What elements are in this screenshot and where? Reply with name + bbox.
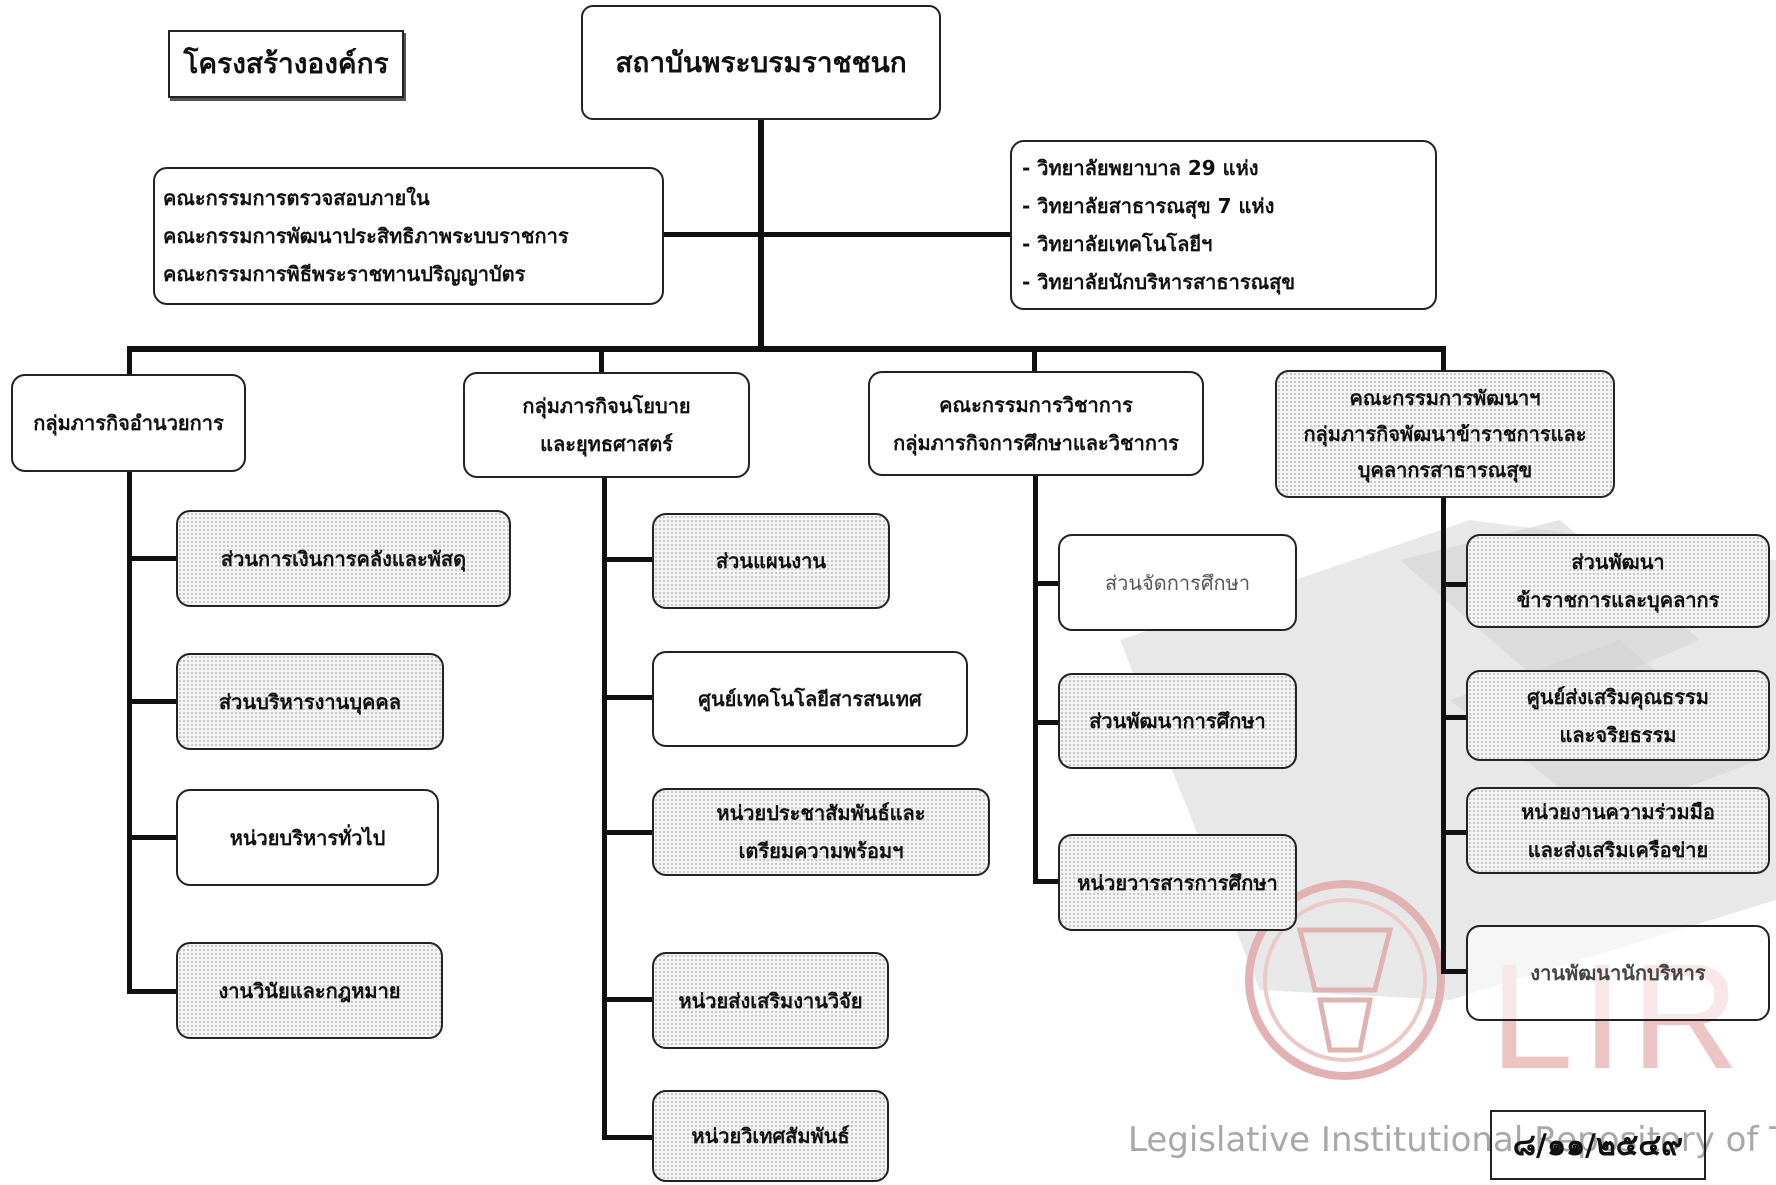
group-header-line: กลุ่มภารกิจนโยบาย [522, 394, 691, 418]
connector [127, 470, 132, 994]
unit-box: ส่วนการเงินการคลังและพัสดุ [176, 510, 511, 607]
connector [1441, 715, 1467, 720]
connector [127, 989, 177, 994]
college-item: - วิทยาลัยพยาบาล 29 แห่ง [1022, 156, 1259, 180]
page-title: โครงสร้างองค์กร [168, 30, 404, 98]
unit-box: งานพัฒนานักบริหาร [1466, 925, 1770, 1021]
unit-label: งานวินัยและกฎหมาย [218, 978, 401, 1003]
connector [1033, 879, 1059, 884]
connector [1033, 581, 1059, 586]
college-item: - วิทยาลัยสาธารณสุข 7 แห่ง [1022, 194, 1275, 218]
committee-item: คณะกรรมการตรวจสอบภายใน [163, 186, 430, 210]
unit-label: ส่วนจัดการศึกษา [1104, 570, 1251, 595]
connector [602, 695, 653, 700]
unit-box: ศูนย์เทคโนโลยีสารสนเทศ [652, 651, 968, 747]
connector [602, 1135, 653, 1140]
connector [602, 476, 607, 1140]
college-item: - วิทยาลัยนักบริหารสาธารณสุข [1022, 270, 1296, 294]
group-header-line: กลุ่มภารกิจการศึกษาและวิชาการ [893, 430, 1179, 455]
connector [127, 556, 177, 561]
connector [1441, 969, 1467, 974]
connector [602, 997, 653, 1002]
group-header-academic: คณะกรรมการวิชาการ กลุ่มภารกิจการศึกษาและ… [868, 371, 1204, 476]
connector [663, 232, 1013, 237]
unit-label: หน่วยบริหารทั่วไป [229, 825, 386, 850]
document-number: ๘/๑๑/๒๕๔๙ [1490, 1110, 1706, 1180]
connector [1441, 830, 1467, 835]
unit-label: ส่วนพัฒนาการศึกษา [1089, 709, 1266, 733]
unit-label: และจริยธรรม [1559, 722, 1677, 747]
unit-box: ส่วนแผนงาน [652, 513, 890, 609]
group-header-line: บุคลากรสาธารณสุข [1357, 458, 1533, 482]
unit-box: หน่วยวารสารการศึกษา [1058, 834, 1297, 931]
group-header-policy: กลุ่มภารกิจนโยบาย และยุทธศาสตร์ [463, 372, 750, 478]
unit-label: ส่วนแผนงาน [715, 549, 827, 573]
connector [602, 557, 653, 562]
unit-label: หน่วยวิเทศสัมพันธ์ [691, 1124, 850, 1148]
unit-label: ข้าราชการและบุคลากร [1516, 588, 1720, 612]
unit-box: ศูนย์ส่งเสริมคุณธรรม และจริยธรรม [1466, 670, 1770, 761]
colleges-box: - วิทยาลัยพยาบาล 29 แห่ง - วิทยาลัยสาธาร… [1010, 140, 1437, 310]
group-header-line: และยุทธศาสตร์ [540, 432, 673, 456]
connector [127, 346, 132, 376]
unit-label: งานพัฒนานักบริหาร [1530, 961, 1706, 985]
connector [127, 699, 177, 704]
connector [1441, 346, 1446, 372]
connector [1441, 496, 1446, 974]
unit-label: ส่วนพัฒนา [1571, 550, 1665, 574]
unit-box: หน่วยประชาสัมพันธ์และ เตรียมความพร้อมฯ [652, 788, 990, 876]
connector [1441, 582, 1467, 587]
unit-box: หน่วยส่งเสริมงานวิจัย [652, 952, 889, 1049]
college-item: - วิทยาลัยเทคโนโลยีฯ [1022, 232, 1213, 256]
committees-box: คณะกรรมการตรวจสอบภายใน คณะกรรมการพัฒนาปร… [153, 167, 664, 305]
committee-item: คณะกรรมการพิธีพระราชทานปริญญาบัตร [163, 262, 526, 286]
unit-label: ศูนย์ส่งเสริมคุณธรรม [1527, 684, 1709, 709]
group-header-development: คณะกรรมการพัฒนาฯ กลุ่มภารกิจพัฒนาข้าราชก… [1275, 370, 1615, 498]
connector [1032, 346, 1037, 372]
connector [602, 830, 653, 835]
unit-box: ส่วนพัฒนาการศึกษา [1058, 673, 1297, 769]
unit-label: ส่วนการเงินการคลังและพัสดุ [220, 546, 467, 571]
unit-label: ศูนย์เทคโนโลยีสารสนเทศ [698, 687, 922, 711]
unit-label: เตรียมความพร้อมฯ [738, 839, 904, 863]
unit-label: และส่งเสริมเครือข่าย [1527, 837, 1709, 862]
connector [127, 346, 1446, 352]
unit-box: หน่วยงานความร่วมมือ และส่งเสริมเครือข่าย [1466, 787, 1770, 874]
unit-box: หน่วยบริหารทั่วไป [176, 789, 439, 886]
connector [127, 835, 177, 840]
unit-box: ส่วนพัฒนา ข้าราชการและบุคลากร [1466, 534, 1770, 628]
unit-label: หน่วยส่งเสริมงานวิจัย [678, 988, 863, 1013]
committee-item: คณะกรรมการพัฒนาประสิทธิภาพระบบราชการ [163, 224, 569, 248]
connector [1033, 720, 1059, 725]
group-header-line: กลุ่มภารกิจพัฒนาข้าราชการและ [1303, 422, 1587, 446]
unit-box: ส่วนจัดการศึกษา [1058, 534, 1297, 631]
root-node: สถาบันพระบรมราชชนก [581, 5, 941, 120]
unit-label: หน่วยงานความร่วมมือ [1521, 799, 1715, 824]
group-header-line: คณะกรรมการพัฒนาฯ [1349, 386, 1541, 410]
unit-label: ส่วนบริหารงานบุคคล [218, 689, 402, 714]
unit-label: หน่วยวารสารการศึกษา [1077, 870, 1278, 895]
connector [1033, 474, 1038, 884]
group-header-line: คณะกรรมการวิชาการ [939, 392, 1133, 417]
unit-box: หน่วยวิเทศสัมพันธ์ [652, 1090, 889, 1182]
unit-box: ส่วนบริหารงานบุคคล [176, 653, 444, 750]
unit-label: หน่วยประชาสัมพันธ์และ [716, 801, 926, 825]
unit-box: งานวินัยและกฎหมาย [176, 942, 443, 1039]
group-header-line: กลุ่มภารกิจอำนวยการ [33, 411, 224, 435]
connector [599, 346, 604, 374]
group-header-admin: กลุ่มภารกิจอำนวยการ [11, 374, 246, 472]
